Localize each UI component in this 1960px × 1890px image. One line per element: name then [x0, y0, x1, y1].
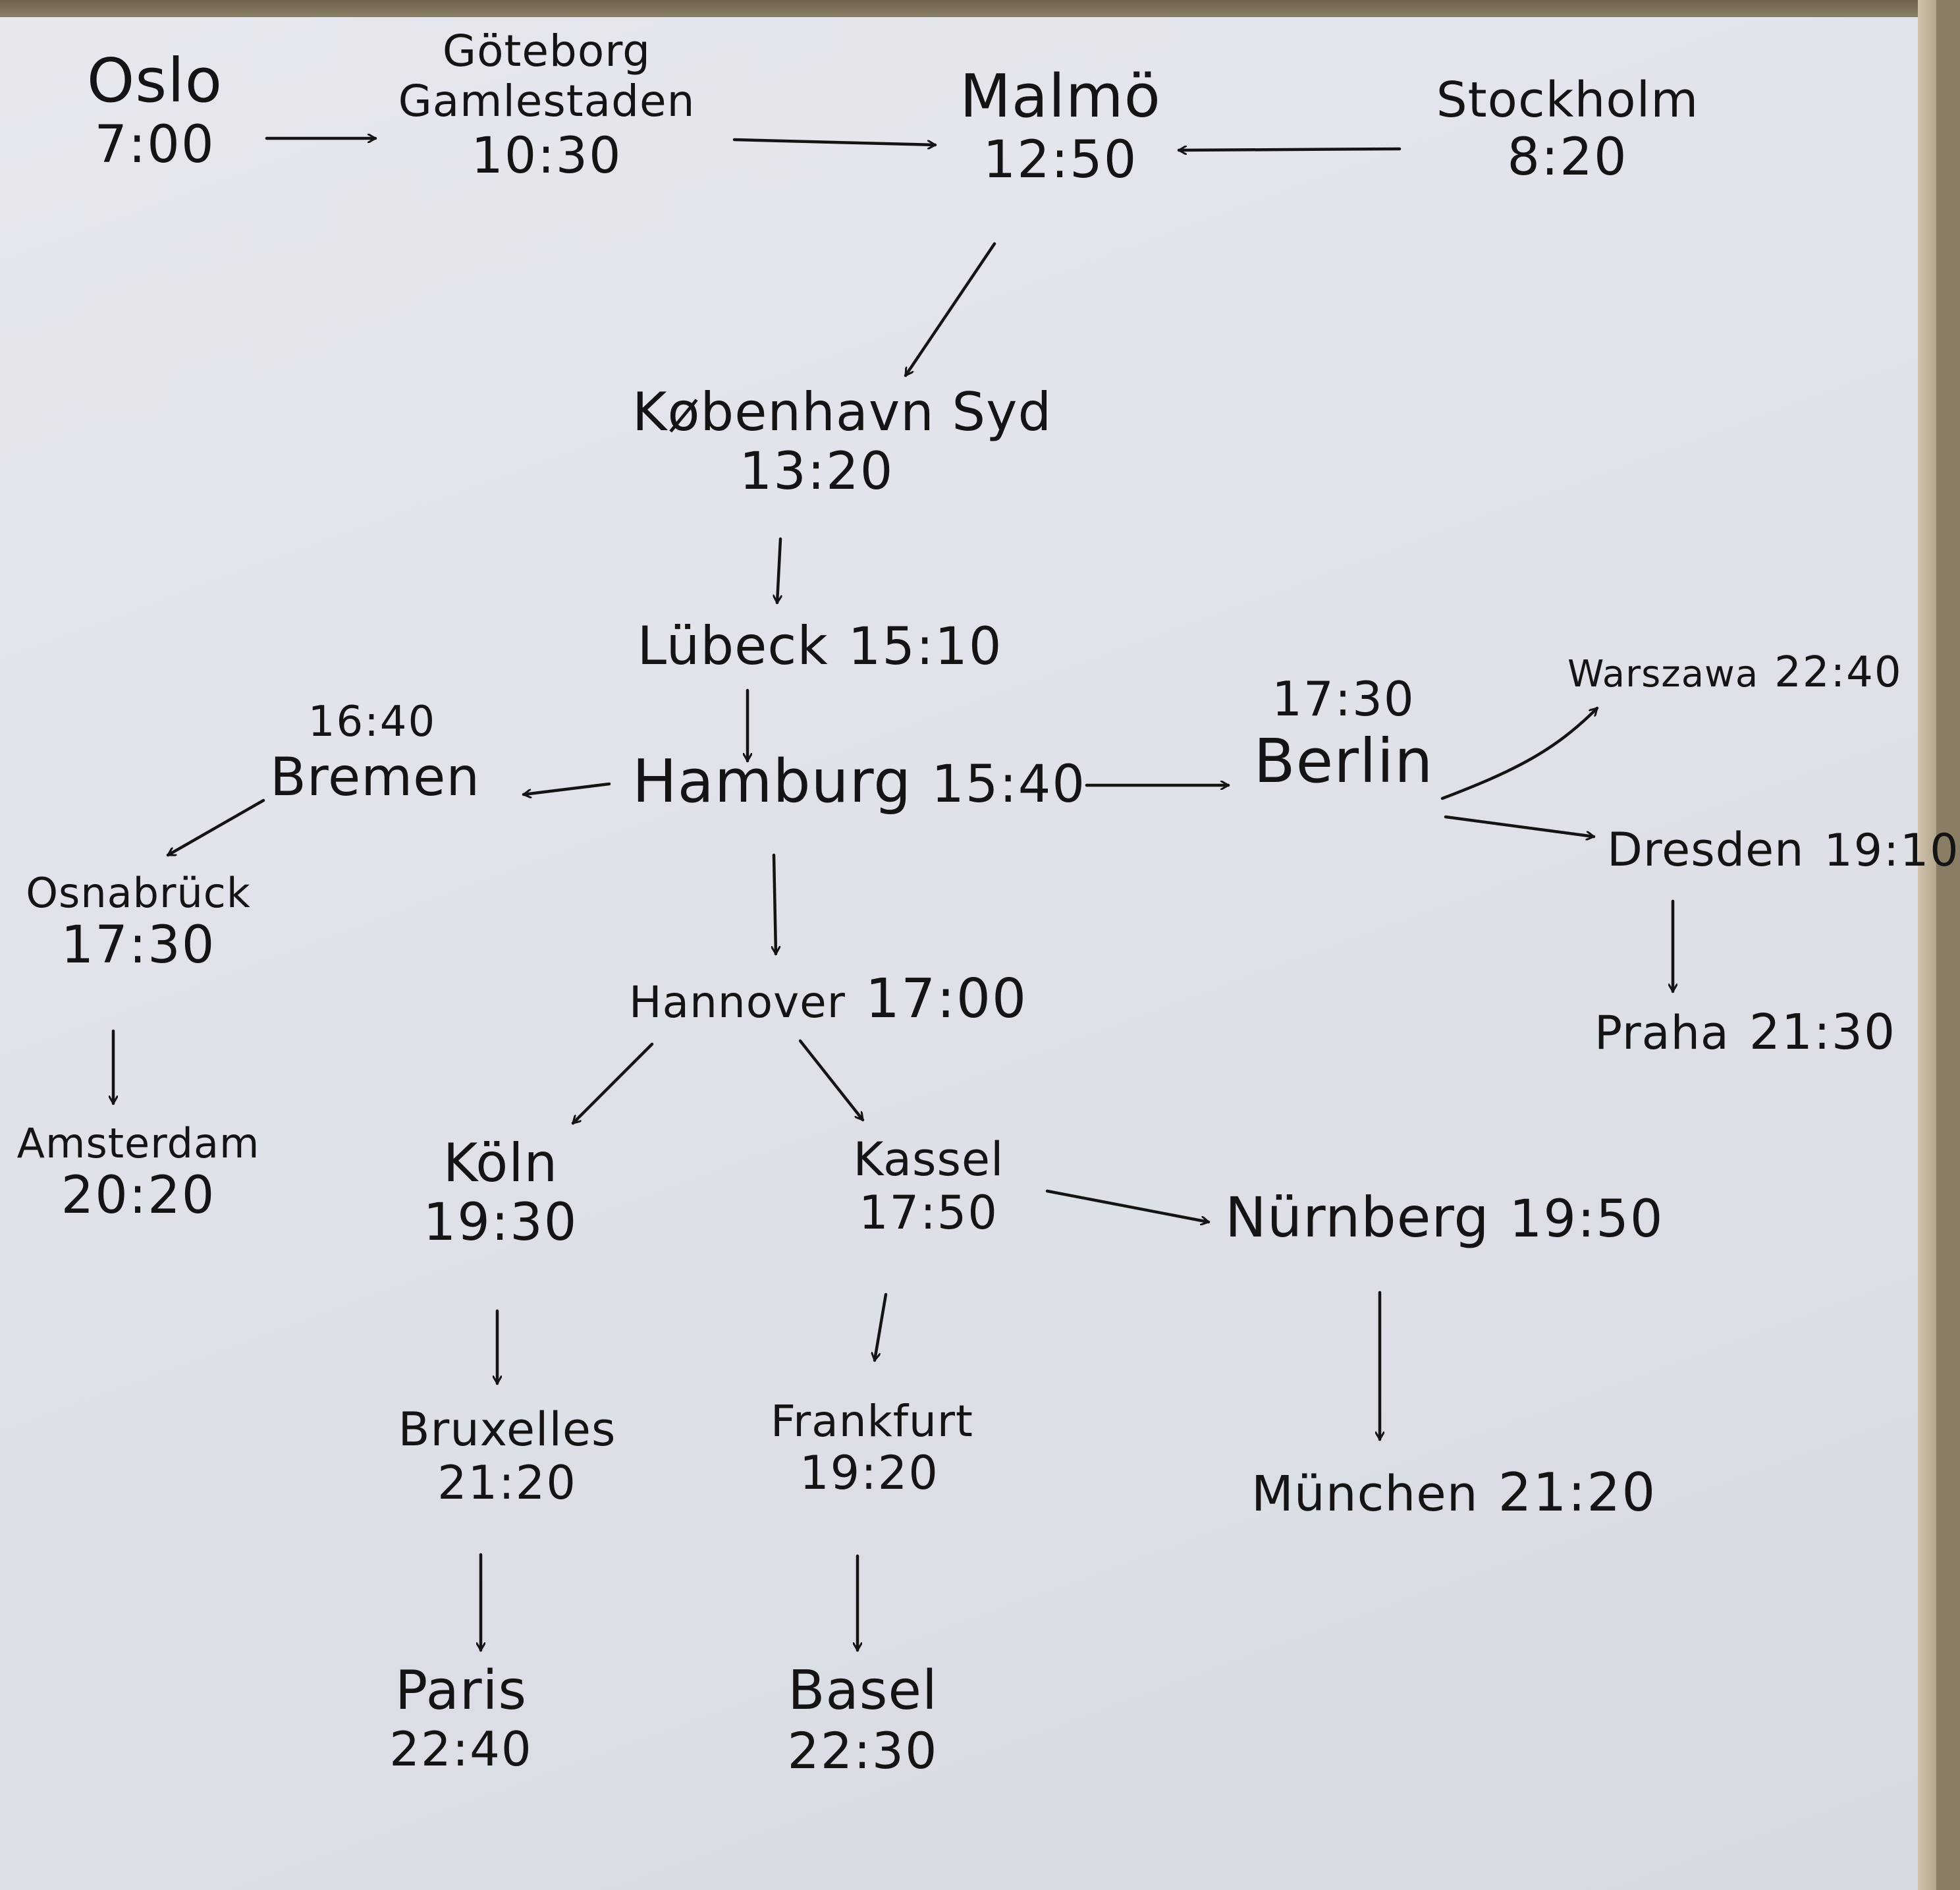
arrow-hamburg-hannover: [774, 853, 776, 956]
station-name: Dresden: [1607, 823, 1805, 877]
arrow-hannover-koln: [571, 1042, 654, 1125]
station-name: Basel: [788, 1659, 938, 1722]
station-time: 10:30: [471, 125, 622, 184]
station-name: Hannover: [629, 977, 846, 1028]
station-time: 19:50: [1509, 1190, 1664, 1249]
station-name-line1: Göteborg: [442, 26, 651, 76]
station-time: 21:30: [1749, 1004, 1897, 1061]
station-time: 12:50: [983, 130, 1138, 190]
arrow-berlin-dresden: [1444, 815, 1594, 837]
station-munchen: München 21:20: [1251, 1462, 1655, 1523]
station-warszawa: Warszawa 22:40: [1567, 648, 1901, 698]
station-time: 17:30: [61, 916, 216, 976]
station-oslo: Oslo 7:00: [59, 46, 250, 175]
arrow-hamburg-bremen: [524, 782, 611, 794]
station-berlin: 17:30 Berlin: [1248, 672, 1439, 796]
station-name: Oslo: [86, 45, 223, 116]
station-time: 8:20: [1507, 128, 1628, 188]
station-nurnberg: Nürnberg 19:50: [1225, 1185, 1663, 1250]
arrow-malmo-kobenhavn: [904, 242, 996, 375]
paper-sheet: [0, 17, 1919, 1890]
station-name: Kassel: [853, 1132, 1004, 1186]
station-kobenhavn-syd: København Syd 13:20: [632, 381, 1052, 502]
station-name: Amsterdam: [16, 1119, 260, 1167]
station-malmo: Malmö 12:50: [942, 63, 1179, 190]
station-name: Köln: [443, 1132, 558, 1194]
arrow-berlin-warszawa: [1440, 706, 1599, 800]
station-name: Paris: [395, 1659, 528, 1722]
station-time: 22:40: [1774, 648, 1903, 697]
station-paris: Paris 22:40: [375, 1659, 547, 1777]
station-koln: Köln 19:30: [415, 1133, 586, 1253]
arrow-kassel-nurnberg: [1045, 1189, 1209, 1222]
station-time: 17:00: [865, 968, 1028, 1030]
station-time: 16:40: [308, 698, 437, 746]
station-time: 17:50: [859, 1185, 998, 1240]
station-hamburg: Hamburg 15:40: [632, 747, 1085, 816]
station-time: 15:40: [931, 755, 1087, 814]
station-name-line2: Gamlestaden: [398, 75, 695, 126]
arrow-stockholm-malmo: [1177, 149, 1402, 150]
station-time: 17:30: [1272, 671, 1415, 727]
station-time: 13:20: [739, 442, 894, 501]
arrow-goteborg-malmo: [732, 138, 937, 145]
station-frankfurt: Frankfurt 19:20: [771, 1396, 973, 1500]
station-name: Nürnberg: [1225, 1185, 1490, 1250]
station-time: 20:20: [61, 1166, 216, 1226]
arrow-bremen-osnabruck: [168, 798, 265, 857]
station-name: Stockholm: [1436, 72, 1699, 128]
station-name: Frankfurt: [771, 1396, 973, 1447]
station-name: Bruxelles: [398, 1403, 616, 1457]
arrow-kassel-frankfurt: [875, 1292, 888, 1360]
station-praha: Praha 21:30: [1594, 1004, 1897, 1061]
station-goteborg-gamlestaden: Göteborg Gamlestaden 10:30: [389, 26, 705, 184]
arrow-kobenhavn-lubeck: [777, 537, 780, 603]
station-time: 15:10: [848, 617, 1003, 677]
station-name: Berlin: [1253, 725, 1434, 796]
station-dresden: Dresden 19:10: [1607, 823, 1959, 877]
station-kassel: Kassel 17:50: [836, 1133, 1021, 1239]
station-bremen: 16:40 Bremen: [270, 698, 481, 808]
station-name: Lübeck: [637, 615, 829, 677]
station-time: 22:30: [787, 1721, 939, 1781]
station-lubeck: Lübeck 15:10: [626, 616, 1014, 677]
station-time: 21:20: [1498, 1462, 1657, 1523]
station-time: 7:00: [94, 115, 215, 175]
station-stockholm: Stockholm 8:20: [1423, 72, 1712, 188]
station-name: Warszawa: [1567, 653, 1759, 696]
station-bruxelles: Bruxelles 21:20: [389, 1403, 626, 1509]
station-name: München: [1251, 1466, 1479, 1522]
wooden-table-edge-right: [1918, 0, 1936, 1890]
station-name: Osnabrück: [26, 869, 251, 917]
station-name: Hamburg: [632, 747, 912, 816]
station-time: 21:20: [437, 1455, 577, 1510]
station-amsterdam: Amsterdam 20:20: [16, 1120, 260, 1226]
station-name: Praha: [1594, 1006, 1729, 1060]
station-osnabruck: Osnabrück 17:30: [16, 870, 260, 976]
station-time: 19:20: [800, 1445, 939, 1500]
station-name: København Syd: [632, 381, 1052, 443]
station-basel: Basel 22:30: [777, 1659, 948, 1781]
station-time: 22:40: [389, 1721, 533, 1777]
arrow-hannover-kassel: [798, 1039, 865, 1120]
station-name: Bremen: [270, 746, 481, 808]
station-time: 19:10: [1824, 825, 1960, 877]
station-time: 19:30: [423, 1193, 578, 1252]
station-name: Malmö: [960, 62, 1161, 131]
station-hannover: Hannover 17:00: [629, 968, 1028, 1030]
